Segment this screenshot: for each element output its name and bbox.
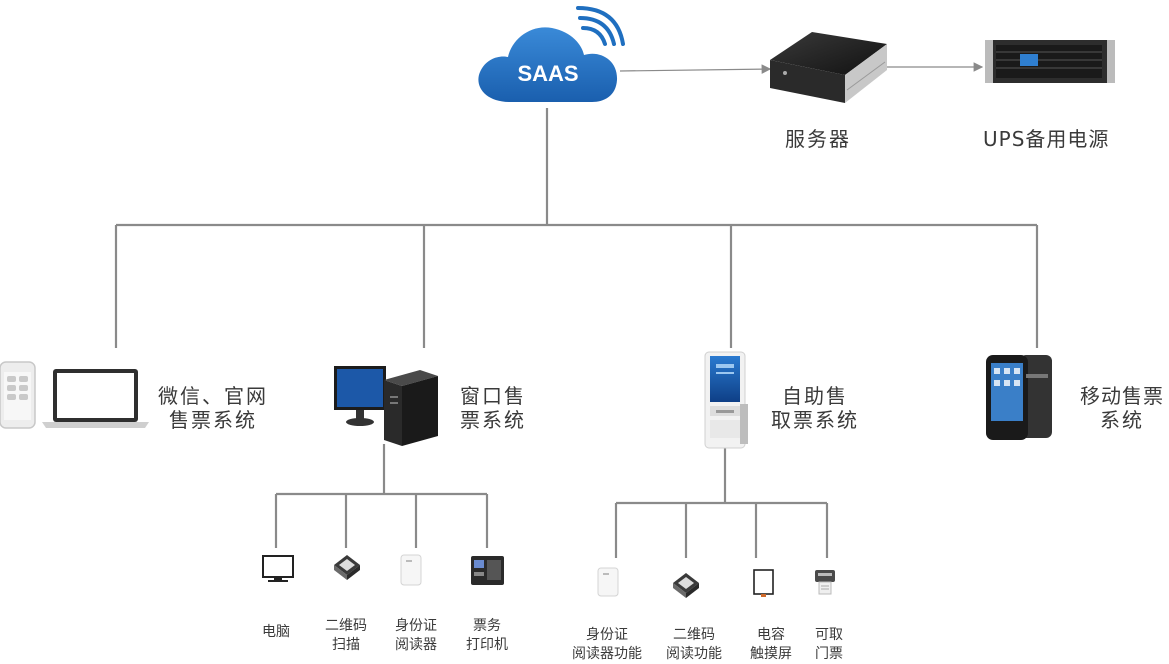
qr-scanner-icon bbox=[334, 555, 360, 580]
id-reader-label-line1: 身份证 bbox=[395, 618, 437, 634]
ticket-take-label-line2: 门票 bbox=[815, 645, 843, 662]
mobile-system-label: 移动售票 系统 bbox=[1075, 384, 1169, 432]
server-icon bbox=[770, 32, 887, 103]
computer-label: 电脑 bbox=[251, 623, 301, 642]
window-system-line2: 票系统 bbox=[460, 408, 526, 432]
touch-screen-icon bbox=[753, 569, 774, 597]
self-service-system-label: 自助售 取票系统 bbox=[771, 384, 859, 432]
saas-cloud-icon: SAAS bbox=[478, 6, 625, 103]
self-service-system-line2: 取票系统 bbox=[771, 408, 859, 432]
id-reader-label: 身份证 阅读器 bbox=[381, 617, 451, 655]
touch-screen-label-line1: 电容 bbox=[757, 627, 785, 643]
self-service-system-line1: 自助售 bbox=[782, 384, 848, 408]
window-system-label: 窗口售 票系统 bbox=[460, 384, 526, 432]
computer-label-line1: 电脑 bbox=[262, 624, 290, 640]
ups-label: UPS备用电源 bbox=[983, 127, 1110, 151]
wechat-system-line1: 微信、官网 bbox=[158, 384, 268, 408]
server-label: 服务器 bbox=[785, 127, 851, 151]
touch-screen-label-line2: 触摸屏 bbox=[750, 645, 792, 662]
wechat-system-label: 微信、官网 售票系统 bbox=[158, 384, 268, 432]
kiosk-id-reader-label-line2: 阅读器功能 bbox=[572, 645, 642, 662]
mobile-system-line2: 系统 bbox=[1100, 408, 1144, 432]
id-card-reader-icon bbox=[400, 554, 422, 586]
kiosk-id-reader-label: 身份证 阅读器功能 bbox=[561, 626, 653, 664]
ticket-printer-label-line1: 票务 bbox=[473, 618, 501, 634]
connector-lines bbox=[114, 62, 1039, 558]
wifi-signal-icon bbox=[576, 6, 625, 46]
ups-icon bbox=[985, 40, 1115, 83]
ticket-printer-label: 票务 打印机 bbox=[452, 617, 522, 655]
phone-icon bbox=[0, 361, 36, 429]
monitor-icon bbox=[262, 555, 294, 582]
kiosk-qr-reader-label-line1: 二维码 bbox=[673, 627, 715, 643]
cloud-label: SAAS bbox=[517, 61, 578, 86]
touch-screen-label: 电容 触摸屏 bbox=[736, 626, 806, 664]
kiosk-qr-reader-icon bbox=[673, 573, 699, 598]
ticket-dispenser-icon bbox=[815, 570, 835, 595]
kiosk-qr-reader-label: 二维码 阅读功能 bbox=[656, 626, 732, 664]
window-system-line1: 窗口售 bbox=[460, 384, 526, 408]
qr-scanner-label: 二维码 扫描 bbox=[311, 617, 381, 655]
kiosk-qr-reader-label-line2: 阅读功能 bbox=[666, 645, 722, 662]
qr-scanner-label-line1: 二维码 bbox=[325, 618, 367, 634]
desktop-pc-icon bbox=[334, 366, 438, 446]
qr-scanner-label-line2: 扫描 bbox=[332, 636, 360, 653]
handheld-terminal-icon bbox=[986, 355, 1052, 440]
ticket-take-label: 可取 门票 bbox=[799, 626, 859, 664]
wechat-system-line2: 售票系统 bbox=[169, 408, 257, 432]
ticket-printer-icon bbox=[471, 556, 504, 585]
ticket-take-label-line1: 可取 bbox=[815, 627, 843, 643]
ticket-printer-label-line2: 打印机 bbox=[466, 636, 508, 653]
kiosk-id-reader-icon bbox=[597, 567, 619, 597]
mobile-system-line1: 移动售票 bbox=[1080, 384, 1164, 408]
kiosk-icon bbox=[704, 351, 748, 449]
kiosk-id-reader-label-line1: 身份证 bbox=[586, 627, 628, 643]
laptop-icon bbox=[42, 369, 149, 428]
id-reader-label-line2: 阅读器 bbox=[395, 636, 437, 653]
